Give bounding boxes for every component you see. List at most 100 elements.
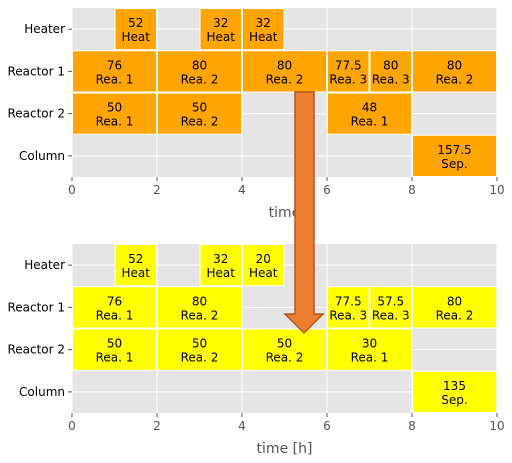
task-value-label: 135 [443, 379, 466, 393]
task-value-label: 32 [256, 16, 271, 30]
task-bar [412, 286, 497, 329]
task-name-label: Rea. 1 [96, 115, 134, 129]
x-axis-label: time [269, 205, 301, 221]
task-value-label: 76 [107, 294, 122, 308]
task-value-label: 52 [128, 16, 143, 30]
task-bar [157, 92, 242, 135]
task-bar [114, 8, 157, 51]
task-bar [157, 50, 242, 93]
task-name-label: Rea. 1 [351, 115, 389, 129]
x-tick-label: 8 [408, 419, 416, 433]
task-value-label: 50 [277, 337, 292, 351]
task-value-label: 80 [192, 58, 207, 72]
x-tick-label: 4 [238, 183, 246, 197]
task-value-label: 80 [192, 294, 207, 308]
task-bar [412, 370, 497, 413]
task-bar [242, 8, 285, 51]
y-tick-label: Column [19, 149, 65, 163]
task-value-label: 32 [213, 252, 228, 266]
task-name-label: Sep. [441, 393, 467, 407]
x-tick-label: 6 [323, 183, 331, 197]
task-value-label: 50 [107, 337, 122, 351]
task-bar [369, 286, 412, 329]
task-name-label: Heat [207, 30, 236, 44]
y-tick-label: Column [19, 385, 65, 399]
task-bar [72, 328, 157, 371]
x-tick-label: 8 [408, 183, 416, 197]
task-name-label: Rea. 2 [181, 351, 219, 365]
task-name-label: Heat [249, 30, 278, 44]
task-value-label: 57.5 [377, 294, 404, 308]
task-value-label: 77.5 [335, 58, 362, 72]
y-tick-label: Heater [24, 22, 65, 36]
task-name-label: Heat [122, 30, 151, 44]
task-bar [72, 92, 157, 135]
x-axis-label: time [h] [257, 441, 313, 457]
task-name-label: Rea. 3 [329, 72, 367, 86]
task-value-label: 50 [107, 101, 122, 115]
transition-arrow [283, 91, 325, 335]
task-value-label: 76 [107, 58, 122, 72]
y-tick-label: Heater [24, 258, 65, 272]
task-name-label: Heat [122, 266, 151, 280]
x-tick-label: 2 [153, 419, 161, 433]
task-value-label: 157.5 [437, 143, 471, 157]
task-bar [412, 134, 497, 177]
y-tick-label: Reactor 1 [7, 300, 65, 314]
task-bar [327, 92, 412, 135]
task-name-label: Rea. 3 [372, 72, 410, 86]
task-name-label: Rea. 1 [351, 351, 389, 365]
task-name-label: Rea. 1 [96, 351, 134, 365]
task-bar [114, 244, 157, 287]
task-name-label: Rea. 2 [266, 72, 304, 86]
task-name-label: Heat [249, 266, 278, 280]
task-bar [327, 286, 370, 329]
task-value-label: 80 [447, 294, 462, 308]
task-value-label: 50 [192, 337, 207, 351]
task-bar [72, 286, 157, 329]
x-tick-label: 10 [489, 419, 504, 433]
x-tick-label: 0 [68, 183, 76, 197]
task-name-label: Rea. 2 [181, 308, 219, 322]
task-value-label: 20 [256, 252, 271, 266]
task-value-label: 50 [192, 101, 207, 115]
task-name-label: Sep. [441, 157, 467, 171]
task-bar [72, 50, 157, 93]
task-bar [199, 8, 242, 51]
task-value-label: 77.5 [335, 294, 362, 308]
task-bar [242, 244, 285, 287]
task-bar [199, 244, 242, 287]
task-value-label: 30 [362, 337, 377, 351]
arrow-layer [283, 91, 325, 335]
task-name-label: Heat [207, 266, 236, 280]
task-bar [157, 328, 242, 371]
task-name-label: Rea. 2 [181, 72, 219, 86]
y-tick-label: Reactor 2 [7, 107, 65, 121]
task-name-label: Rea. 1 [96, 308, 134, 322]
task-name-label: Rea. 3 [329, 308, 367, 322]
x-tick-label: 6 [323, 419, 331, 433]
